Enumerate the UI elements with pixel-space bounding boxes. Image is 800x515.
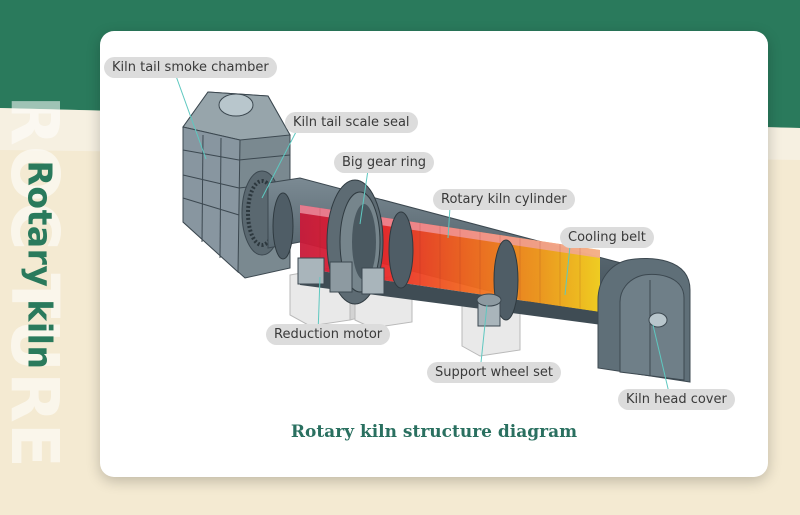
watermark-text: ROC TURE [0, 95, 73, 468]
label-kiln-tail-smoke-chamber: Kiln tail smoke chamber [104, 57, 277, 78]
label-kiln-head-cover: Kiln head cover [618, 389, 735, 410]
leader-lines [175, 75, 671, 398]
label-rotary-kiln-cylinder: Rotary kiln cylinder [433, 189, 575, 210]
kiln-head-cover [597, 258, 691, 383]
background-watermark: ROC TURE [0, 95, 73, 468]
support-wheel-set [476, 293, 502, 327]
label-reduction-motor: Reduction motor [266, 324, 391, 345]
label-cooling-belt: Cooling belt [560, 227, 654, 248]
label-kiln-tail-scale-seal: Kiln tail scale seal [285, 112, 418, 133]
tyre-rings [272, 192, 519, 321]
label-big-gear-ring: Big gear ring [334, 152, 435, 173]
diagram-caption: Rotary kiln structure diagram [290, 422, 578, 442]
label-support-wheel-set: Support wheel set [427, 362, 562, 383]
